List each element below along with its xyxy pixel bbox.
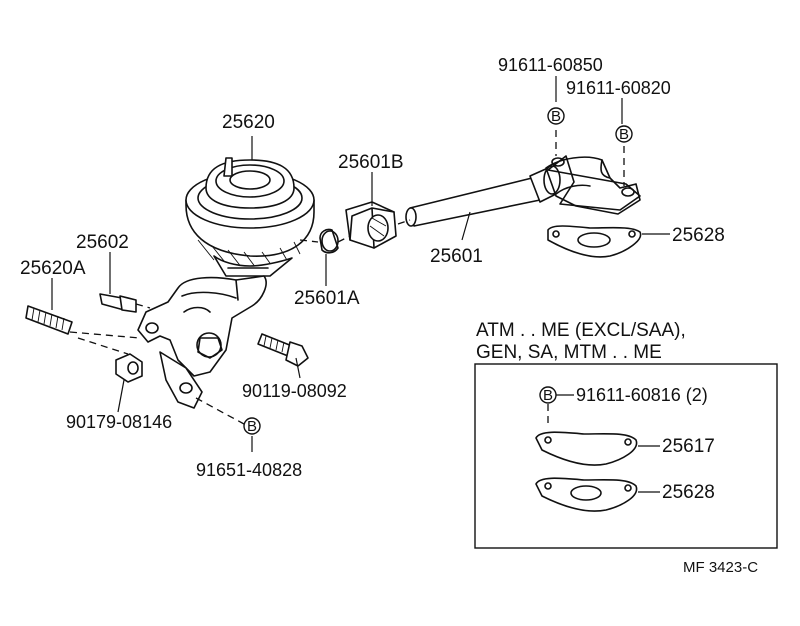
plate-25617 bbox=[535, 431, 638, 466]
label-25620: 25620 bbox=[222, 112, 275, 133]
inset-variant-box: ATM . . ME (EXCL/SAA), GEN, SA, MTM . . … bbox=[474, 320, 778, 549]
inset-frame bbox=[474, 363, 778, 549]
inset-title-line2: GEN, SA, MTM . . ME bbox=[476, 342, 662, 363]
badge-b-91611-60850: B bbox=[547, 107, 565, 125]
nut-25601B bbox=[345, 201, 397, 249]
inset-title-line1: ATM . . ME (EXCL/SAA), bbox=[476, 320, 686, 341]
sleeve-25601A bbox=[319, 228, 339, 254]
svg-text:B: B bbox=[619, 126, 629, 143]
pipe-25601 bbox=[405, 155, 641, 227]
label-91611-60816: 91611-60816 (2) bbox=[576, 385, 708, 405]
leader-lines bbox=[51, 76, 670, 452]
label-90119-08092: 90119-08092 bbox=[242, 381, 347, 401]
assembly-lines bbox=[69, 130, 625, 425]
svg-text:B: B bbox=[551, 108, 561, 125]
figure-code: MF 3423-C bbox=[683, 559, 758, 576]
label-25601B: 25601B bbox=[338, 152, 404, 173]
egr-valve-25620 bbox=[137, 157, 315, 409]
label-25628-top: 25628 bbox=[672, 225, 725, 246]
badge-b-91611-60820: B bbox=[615, 125, 633, 143]
stud-25620A bbox=[25, 305, 73, 335]
bolt-25602 bbox=[99, 293, 137, 313]
badge-b-91651-40828: B bbox=[243, 417, 261, 435]
label-91611-60850: 91611-60850 bbox=[498, 55, 603, 75]
label-25601A: 25601A bbox=[294, 288, 360, 309]
label-91611-60820: 91611-60820 bbox=[566, 78, 671, 98]
inset-badge-letter: B bbox=[543, 387, 553, 404]
label-25602: 25602 bbox=[76, 232, 129, 253]
label-25628-inset: 25628 bbox=[662, 482, 715, 503]
label-25601: 25601 bbox=[430, 246, 483, 267]
label-91651-40828: 91651-40828 bbox=[196, 460, 302, 480]
label-25617: 25617 bbox=[662, 436, 715, 457]
gasket-25628-top bbox=[547, 225, 642, 258]
nut-90179-08146 bbox=[115, 353, 143, 383]
label-90179-08146: 90179-08146 bbox=[66, 412, 172, 432]
label-25620A: 25620A bbox=[20, 258, 86, 279]
svg-text:B: B bbox=[247, 418, 257, 435]
gasket-25628-inset bbox=[535, 477, 638, 512]
bolt-90119-08092 bbox=[257, 333, 309, 367]
